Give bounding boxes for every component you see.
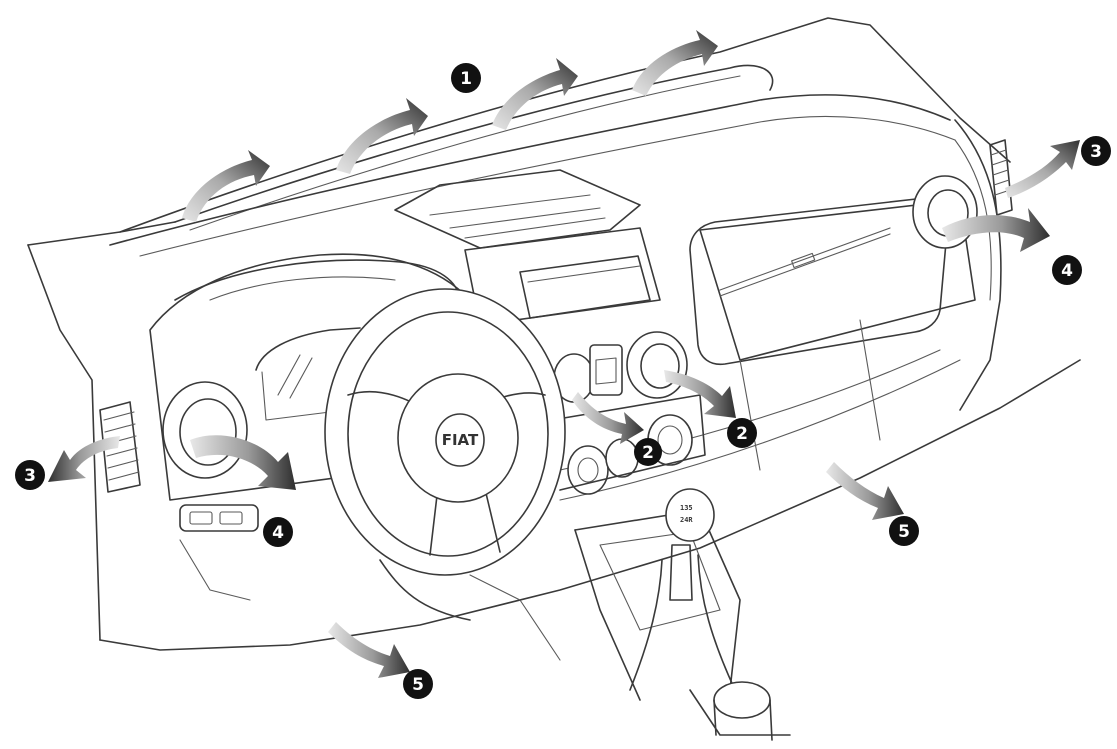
arrow-footwell-right bbox=[826, 462, 904, 520]
arrow-footwell-left bbox=[328, 622, 410, 678]
dashboard-outline bbox=[28, 18, 1080, 650]
arrow-centre-right bbox=[664, 370, 736, 418]
gear-lever: 135 24R bbox=[630, 489, 790, 740]
svg-text:5: 5 bbox=[412, 675, 424, 695]
svg-text:4: 4 bbox=[272, 523, 284, 543]
steering-badge-text: FIAT bbox=[442, 431, 479, 449]
callout-5-right: 5 bbox=[889, 516, 919, 546]
arrow-centre-left bbox=[572, 392, 644, 444]
steering-wheel: FIAT bbox=[325, 289, 565, 660]
arrow-windscreen-4 bbox=[632, 30, 718, 96]
callout-5-left: 5 bbox=[403, 669, 433, 699]
arrow-right-side-vent bbox=[1005, 140, 1080, 198]
callout-2-right: 2 bbox=[727, 418, 757, 448]
svg-text:3: 3 bbox=[1090, 142, 1102, 162]
arrow-windscreen-1 bbox=[182, 150, 270, 222]
svg-text:5: 5 bbox=[898, 522, 910, 542]
svg-text:3: 3 bbox=[24, 466, 36, 486]
callout-4-left: 4 bbox=[263, 517, 293, 547]
callout-4-right: 4 bbox=[1052, 255, 1082, 285]
svg-text:4: 4 bbox=[1061, 261, 1073, 281]
callout-1: 1 bbox=[451, 63, 481, 93]
callout-2-centre: 2 bbox=[634, 438, 662, 466]
callout-3-left: 3 bbox=[15, 460, 45, 490]
callout-3-right: 3 bbox=[1081, 136, 1111, 166]
arrow-left-side-vent bbox=[48, 436, 120, 482]
gear-knob-label: 135 bbox=[680, 504, 693, 512]
svg-text:2: 2 bbox=[736, 424, 748, 444]
airflow-arrows bbox=[48, 30, 1080, 678]
arrow-windscreen-2 bbox=[336, 98, 428, 174]
svg-text:2: 2 bbox=[642, 443, 654, 463]
svg-text:1: 1 bbox=[460, 69, 472, 89]
svg-text:24R: 24R bbox=[680, 516, 693, 524]
arrow-windscreen-3 bbox=[492, 58, 578, 130]
